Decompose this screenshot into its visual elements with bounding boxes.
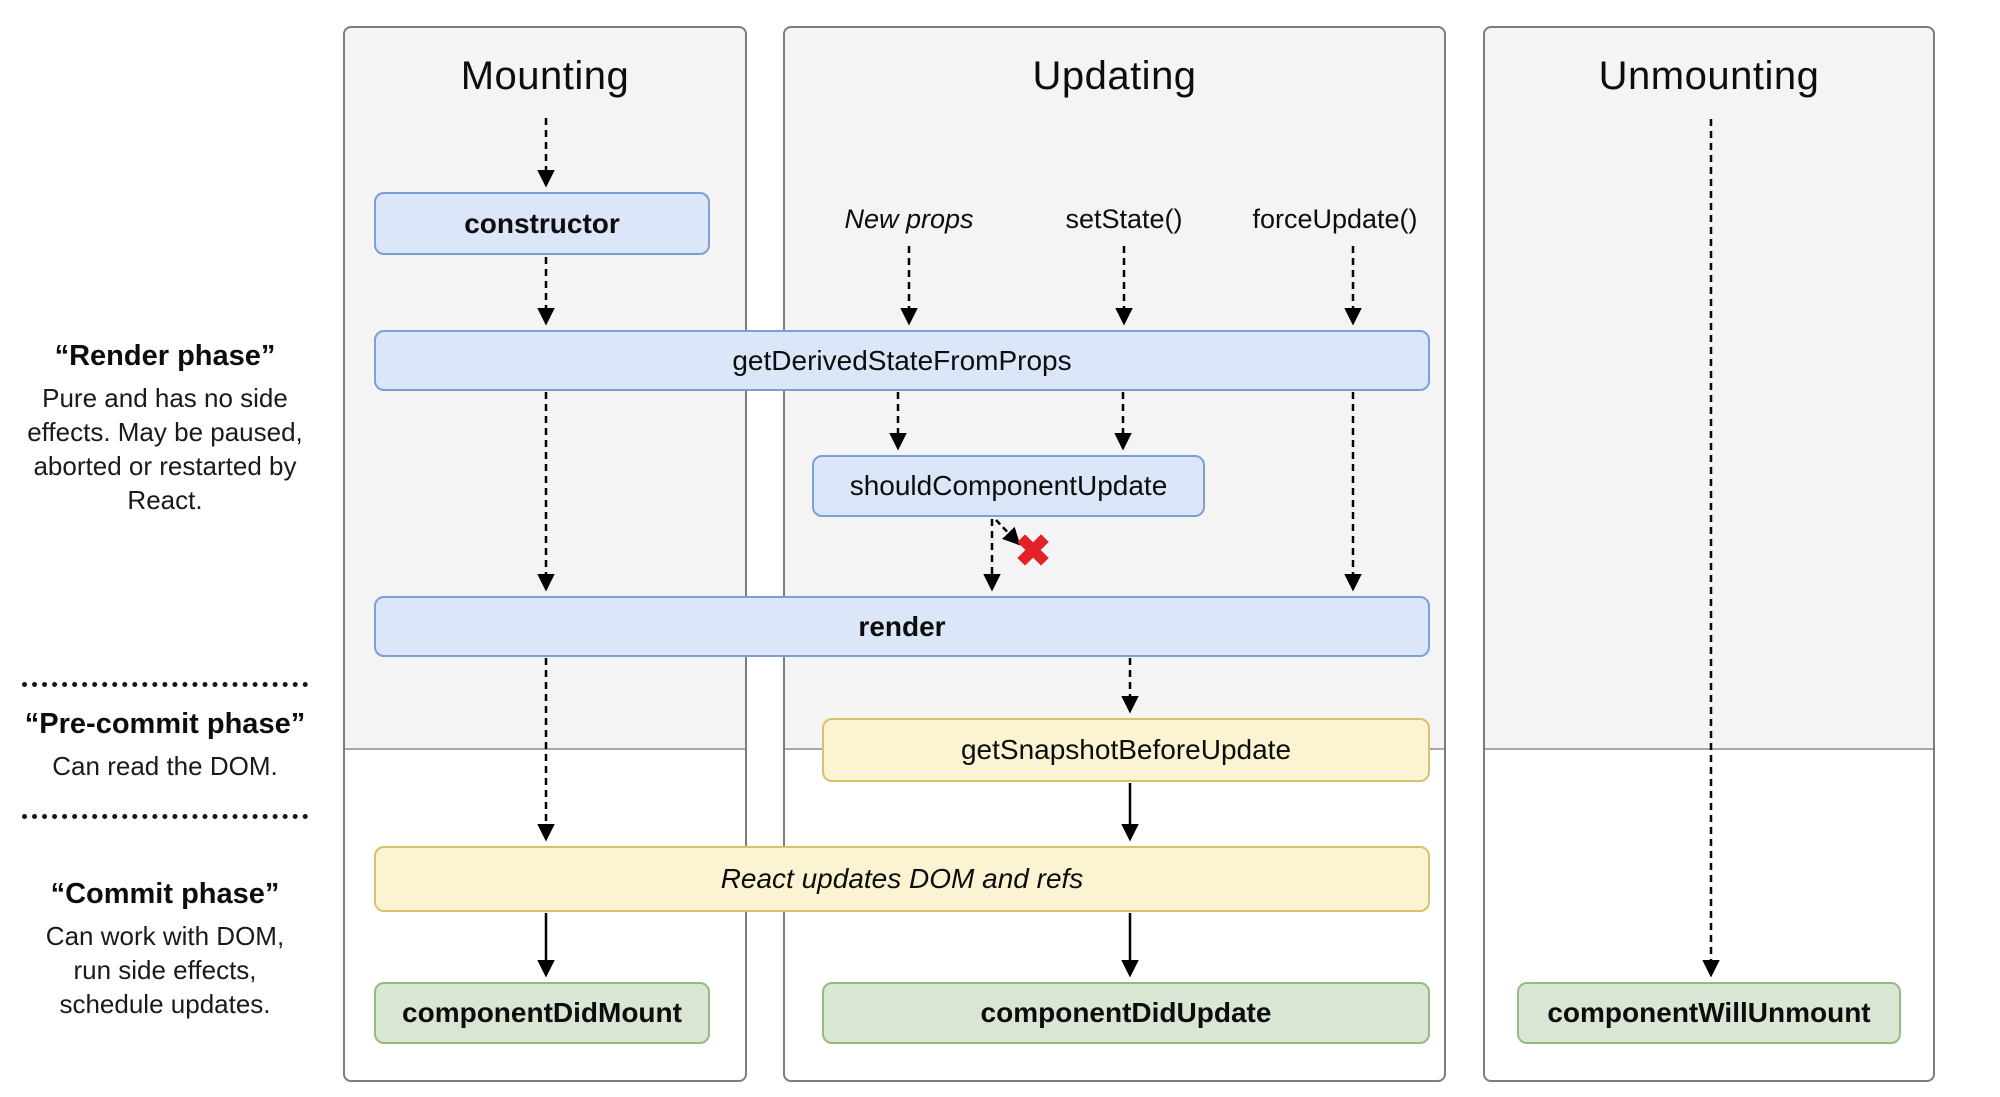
phase-desc-precommit: Can read the DOM. [52,751,278,781]
trigger-force-update: forceUpdate() [1252,204,1418,234]
column-title-unmounting: Unmounting [1598,54,1820,98]
node-componentwillunmount: componentWillUnmount [1517,982,1901,1044]
node-constructor: constructor [374,192,710,255]
node-componentdidmount: componentDidMount [374,982,710,1044]
node-render: render [374,596,1430,657]
phase-label-commit: “Commit phase” Can work with DOM, run si… [15,878,315,1021]
trigger-set-state: setState() [1065,204,1183,234]
column-title-updating: Updating [1032,54,1197,98]
phase-title-commit: “Commit phase” [50,878,280,910]
panel-unmounting [1483,26,1935,1082]
node-componentdidupdate: componentDidUpdate [822,982,1430,1044]
phase-desc-render: Pure and has no side effects. May be pau… [27,383,303,515]
phase-title-precommit: “Pre-commit phase” [24,708,306,740]
trigger-new-props: New props [844,204,974,234]
phase-label-render: “Render phase” Pure and has no side effe… [15,340,315,517]
phase-desc-commit: Can work with DOM, run side effects, sch… [45,921,285,1019]
node-getderivedstatefromprops: getDerivedStateFromProps [374,330,1430,391]
cancel-x-icon: ✖ [1014,527,1052,576]
arrow-shouldupdate-false-branch [995,519,1021,546]
phase-divider-top [22,682,308,687]
column-title-mounting: Mounting [460,54,630,98]
node-shouldcomponentupdate: shouldComponentUpdate [812,455,1205,517]
phase-divider-bottom [22,814,308,819]
node-react-updates-dom: React updates DOM and refs [374,846,1430,912]
node-getsnapshotbeforeupdate: getSnapshotBeforeUpdate [822,718,1430,782]
phase-label-precommit: “Pre-commit phase” Can read the DOM. [15,708,315,783]
phase-title-render: “Render phase” [54,340,276,372]
